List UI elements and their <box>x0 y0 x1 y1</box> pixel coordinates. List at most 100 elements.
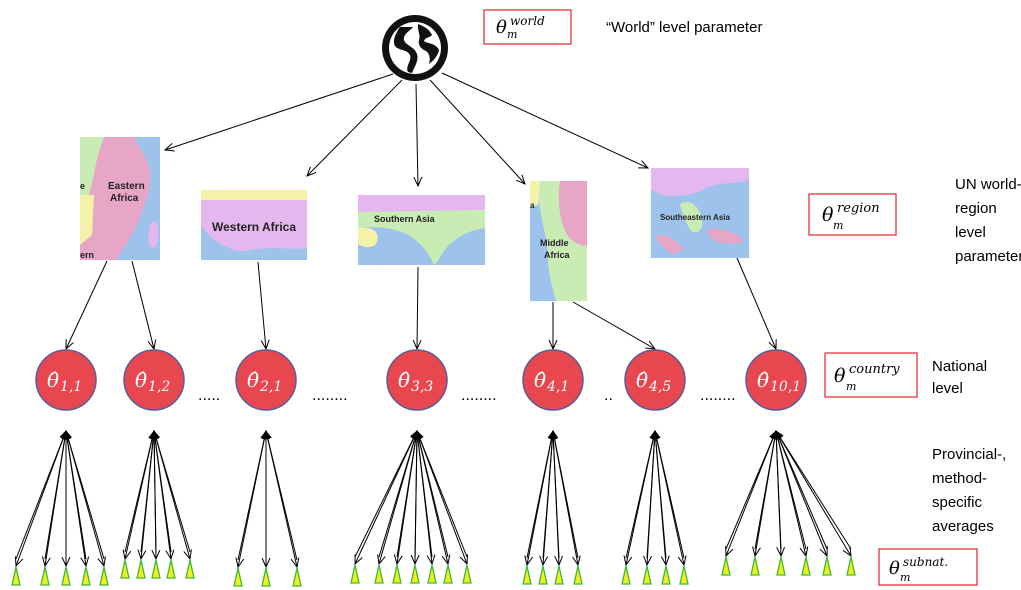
region-label-southeastern-asia: Southeastern Asia <box>660 213 730 222</box>
country-to-leaf-arrow <box>125 430 155 559</box>
subnational-leaf-triangle <box>410 564 420 584</box>
region-label-southern-asia: Southern Asia <box>374 214 436 224</box>
region-desc-line-4: parameter <box>955 248 1021 265</box>
country-to-leaf-arrow <box>379 430 418 564</box>
region-param-description: UN world- region level parameter <box>955 176 1021 265</box>
country-to-leaf-arrow <box>626 430 656 565</box>
region-fragment-eastern-1: e <box>80 181 85 191</box>
subnational-leaf-triangle <box>99 566 109 586</box>
region-theta-sub: m <box>833 219 843 232</box>
subnational-leaf-triangle <box>120 559 130 579</box>
country-to-leaf-arrow <box>654 430 684 565</box>
country-node-theta: θ̂ <box>47 368 59 392</box>
subnational-leaf-triangle <box>292 567 302 587</box>
subnational-leaf-triangle <box>750 556 760 576</box>
world-to-region-arrow <box>416 83 418 186</box>
country-node-subscript: 1,2 <box>148 379 170 395</box>
subnational-leaf-triangle <box>185 559 195 579</box>
subnational-leaf-triangle <box>462 564 472 584</box>
country-node: θ̂1,2 <box>123 349 185 411</box>
country-ellipsis: ........ <box>700 387 736 404</box>
region-theta-sup: region <box>837 201 880 216</box>
edge-layer <box>16 72 851 567</box>
subnational-leaf-triangle <box>573 565 583 585</box>
world-to-region-arrow <box>307 79 403 176</box>
subnational-leaf-triangle <box>522 565 532 585</box>
region-desc-line-1: UN world- <box>955 176 1021 193</box>
subnational-leaf-triangle <box>374 564 384 584</box>
country-to-leaf-arrow <box>16 430 67 566</box>
country-param: θ m country National level <box>824 352 987 398</box>
country-node-circle <box>745 349 807 411</box>
country-to-leaf-arrow <box>647 430 656 565</box>
subnat-param: θ m subnat. Provincial-, method- specifi… <box>878 446 1006 586</box>
subnational-leaf-triangle <box>350 564 360 584</box>
country-node: θ̂1,1 <box>35 349 97 411</box>
country-node-circle <box>235 349 297 411</box>
world-theta-sup: world <box>510 14 545 28</box>
country-node: θ̂4,1 <box>522 349 584 411</box>
country-ellipsis: ..... <box>198 387 220 404</box>
subnat-desc-line-1: Provincial-, <box>932 446 1006 463</box>
country-node-theta: θ̂ <box>534 368 546 392</box>
subnational-leaf-triangle <box>721 556 731 576</box>
region-to-country-arrow <box>417 266 418 349</box>
subnational-leaf-triangle <box>151 559 161 579</box>
subnational-leaf-triangle <box>166 559 176 579</box>
country-node-theta: θ̂ <box>757 368 769 392</box>
world-to-region-arrow <box>429 79 525 184</box>
world-to-region-arrow <box>165 73 394 150</box>
subnat-theta: θ <box>889 558 900 579</box>
region-to-country-arrow <box>257 261 266 349</box>
subnational-leaf-triangle <box>846 556 856 576</box>
region-map-western-africa: Western Africa <box>201 190 307 260</box>
world-param-box <box>483 9 572 45</box>
country-to-leaf-arrow <box>238 430 267 567</box>
subnational-leaf-triangle <box>81 566 91 586</box>
region-map-southern-asia: Southern Asia <box>358 195 485 265</box>
subnat-desc-line-3: specific <box>932 494 983 511</box>
country-node-circle <box>386 349 448 411</box>
country-ellipsis: .. <box>604 387 613 404</box>
country-to-leaf-arrow <box>416 430 448 564</box>
country-to-leaf-arrow <box>552 430 559 565</box>
region-to-country-arrow <box>572 301 655 349</box>
country-to-leaf-arrow <box>416 430 432 564</box>
country-node-circle <box>624 349 686 411</box>
country-node-circle <box>35 349 97 411</box>
country-to-leaf-arrow <box>775 430 827 556</box>
country-to-leaf-arrow <box>543 430 554 565</box>
subnational-leaf-triangle <box>621 565 631 585</box>
region-fragment-middle: a <box>530 201 535 210</box>
country-to-leaf-arrow <box>265 430 297 567</box>
country-node-subscript: 4,5 <box>648 379 671 395</box>
region-map-eastern-africa: Eastern Africa e ern <box>80 137 160 260</box>
country-to-leaf-arrow <box>65 430 104 566</box>
region-label-middle-africa-1: Middle <box>540 238 569 248</box>
country-to-leaf-arrow <box>726 430 777 556</box>
subnational-leaf-triangle <box>554 565 564 585</box>
country-desc-line-1: National <box>932 358 987 375</box>
world-param: θ m world “World” level parameter <box>483 9 762 45</box>
country-to-leaf-arrow <box>775 430 806 556</box>
region-param-box <box>808 193 897 236</box>
region-label-middle-africa-2: Africa <box>544 250 571 260</box>
subnational-leaf-triangle <box>136 559 146 579</box>
country-node-theta: θ̂ <box>398 368 410 392</box>
country-theta: θ <box>834 365 846 387</box>
subnational-leaf-triangle <box>776 556 786 576</box>
subnational-leaf-triangle <box>261 567 271 587</box>
ellipsis-layer: ............................... <box>198 387 736 404</box>
subnational-leaf-triangle <box>801 556 811 576</box>
region-to-country-arrow <box>736 257 776 349</box>
subnational-leaf-triangle <box>233 567 243 587</box>
country-to-leaf-arrow <box>755 430 777 556</box>
subnational-leaf-triangle <box>443 564 453 584</box>
subnational-leaf-triangle <box>427 564 437 584</box>
country-to-leaf-arrow <box>527 430 554 565</box>
region-to-country-arrow <box>66 260 108 349</box>
subnational-leaf-triangle <box>661 565 671 585</box>
country-to-leaf-arrow <box>775 430 851 556</box>
